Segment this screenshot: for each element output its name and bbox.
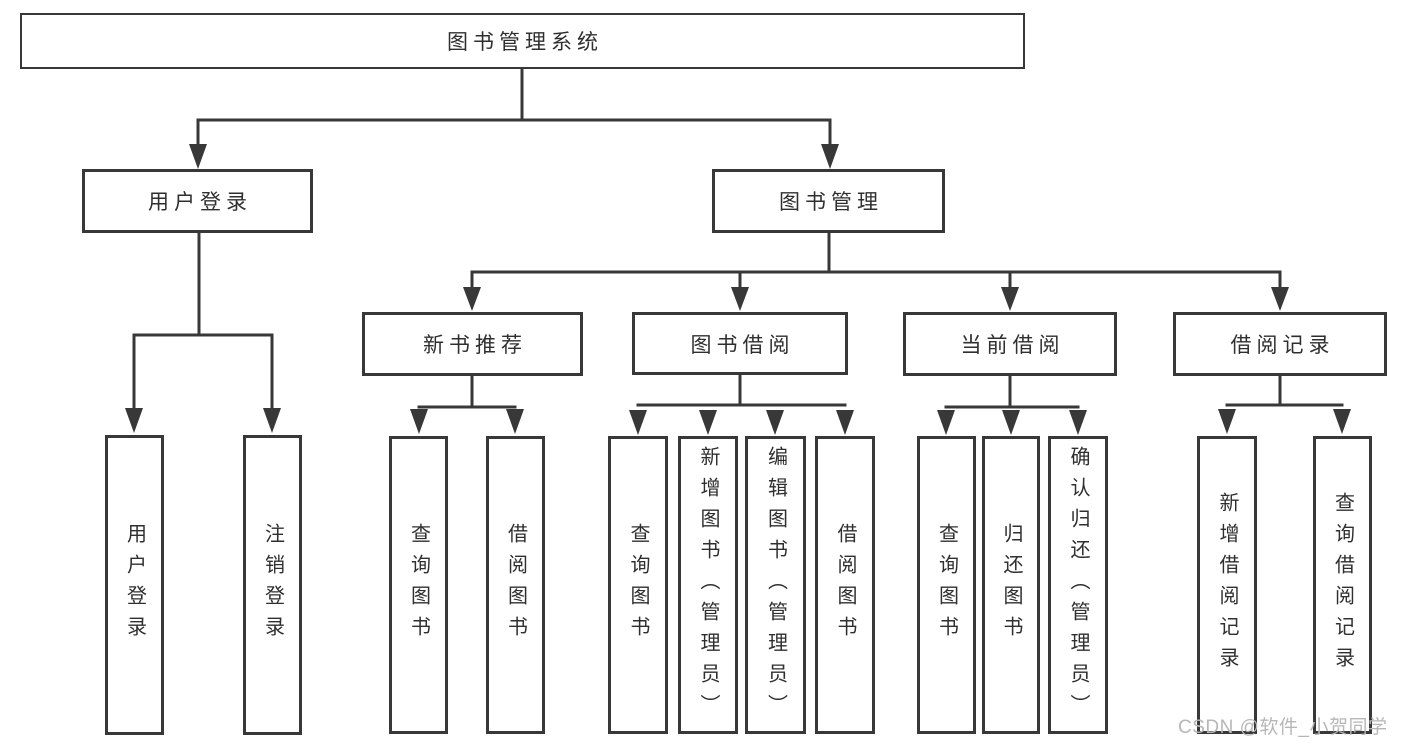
leaf-edit-book-admin: 编辑图书（管理员） bbox=[745, 436, 806, 734]
leaf-logout: 注销登录 bbox=[243, 435, 302, 735]
node-current-borrow: 当前借阅 bbox=[903, 312, 1117, 376]
node-borrow-records: 借阅记录 bbox=[1173, 312, 1387, 376]
leaf-query-book-borrow: 查询图书 bbox=[608, 436, 668, 734]
arrowheads bbox=[125, 144, 1351, 435]
leaf-confirm-return-admin: 确认归还（管理员） bbox=[1048, 436, 1108, 734]
leaf-add-book-admin: 新增图书（管理员） bbox=[678, 436, 738, 734]
leaf-borrow-book-recommend: 借阅图书 bbox=[486, 436, 545, 734]
leaf-query-book-current: 查询图书 bbox=[917, 436, 976, 734]
node-book-borrow: 图书借阅 bbox=[632, 312, 848, 375]
leaf-query-borrow-record: 查询借阅记录 bbox=[1313, 436, 1372, 734]
node-book-management: 图书管理 bbox=[712, 169, 945, 233]
leaf-borrow-book: 借阅图书 bbox=[815, 436, 875, 734]
leaf-return-book: 归还图书 bbox=[982, 436, 1040, 734]
node-new-book-recommend: 新书推荐 bbox=[362, 312, 583, 376]
watermark-text: CSDN @软件_小贺同学 bbox=[1178, 717, 1388, 738]
leaf-add-borrow-record: 新增借阅记录 bbox=[1197, 436, 1257, 734]
node-user-login: 用户登录 bbox=[82, 169, 313, 233]
node-root-system: 图书管理系统 bbox=[20, 13, 1025, 69]
leaf-query-book-recommend: 查询图书 bbox=[389, 436, 448, 734]
leaf-user-login: 用户登录 bbox=[105, 435, 164, 735]
